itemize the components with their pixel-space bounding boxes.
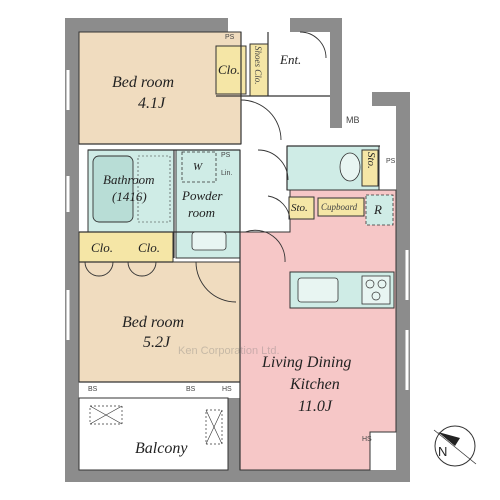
mb-label: MB: [346, 115, 360, 125]
bedroom-2-size: 5.2J: [143, 334, 171, 351]
wash-area: [137, 155, 171, 223]
bathtub: [92, 155, 134, 223]
ps-mark-2: PS: [221, 152, 231, 159]
compass-label: N: [438, 444, 448, 459]
wash-basin: [191, 231, 227, 251]
powder-room-name-2: room: [188, 205, 215, 220]
entrance-east-wall: [330, 18, 342, 128]
bedroom-1-size: 4.1J: [138, 95, 166, 112]
burner-2: [377, 279, 387, 289]
ldk-area: [239, 189, 397, 471]
ldk-line-1: Living Dining: [262, 354, 352, 371]
burner-3: [371, 291, 381, 301]
interior-partitions: [79, 32, 380, 470]
storage-top-box: [361, 149, 379, 187]
burner-1: [365, 279, 375, 289]
bathroom-name: Bathroom: [103, 172, 155, 187]
powder-room-name-1: Powder: [182, 188, 223, 203]
closet-b-label: Clo.: [138, 240, 161, 255]
hs-mark-2: HS: [362, 436, 372, 443]
cupboard-label: Cupboard: [321, 202, 358, 212]
north-wall-right: [290, 18, 330, 32]
bs-mark-1: BS: [88, 386, 98, 393]
toilet-bowl: [339, 152, 361, 182]
balcony-hatch: [205, 409, 223, 445]
balcony-area: [78, 397, 229, 471]
balcony-label: Balcony: [135, 440, 188, 457]
bathroom-size: (1416): [112, 189, 147, 204]
bedroom-2-closets: [78, 231, 174, 263]
north-wall-left: [65, 18, 228, 32]
storage-mid-label: Sto.: [291, 202, 308, 214]
kitchen-sink: [297, 277, 339, 303]
ps-mark-3: PS: [386, 158, 396, 165]
ps-mark-1: PS: [225, 34, 235, 41]
fridge-label: R: [374, 202, 382, 217]
balcony-divider: [228, 398, 240, 482]
door-swings: [84, 31, 327, 303]
fridge-space: [365, 194, 394, 226]
bs-mark-2: BS: [186, 386, 196, 393]
ldk-size: 11.0J: [298, 398, 332, 415]
washer-space: [181, 151, 217, 183]
balcony-outdoor-unit: [89, 405, 123, 425]
windows: [66, 70, 409, 390]
bedroom-2-name: Bed room: [122, 314, 185, 331]
north-arrow-icon: [433, 425, 477, 467]
watermark: Ken Corporation Ltd.: [178, 345, 280, 357]
west-wall: [65, 18, 79, 482]
entrance-label: Ent.: [280, 52, 302, 67]
ldk-line-2: Kitchen: [290, 376, 340, 393]
shoes-closet-label: Shoes Clo.: [253, 46, 263, 85]
cupboard-box: [317, 197, 365, 217]
closet-top-label: Clo.: [218, 62, 241, 77]
bedroom-1-name: Bed room: [112, 74, 175, 91]
closet-a-label: Clo.: [91, 240, 114, 255]
washer-label: W: [193, 161, 203, 173]
hs-mark-1: HS: [222, 386, 232, 393]
linen-label: Lin.: [221, 170, 233, 177]
storage-mid-box: [288, 196, 315, 220]
cooktop: [361, 275, 391, 305]
storage-top-label: Sto.: [365, 152, 377, 169]
